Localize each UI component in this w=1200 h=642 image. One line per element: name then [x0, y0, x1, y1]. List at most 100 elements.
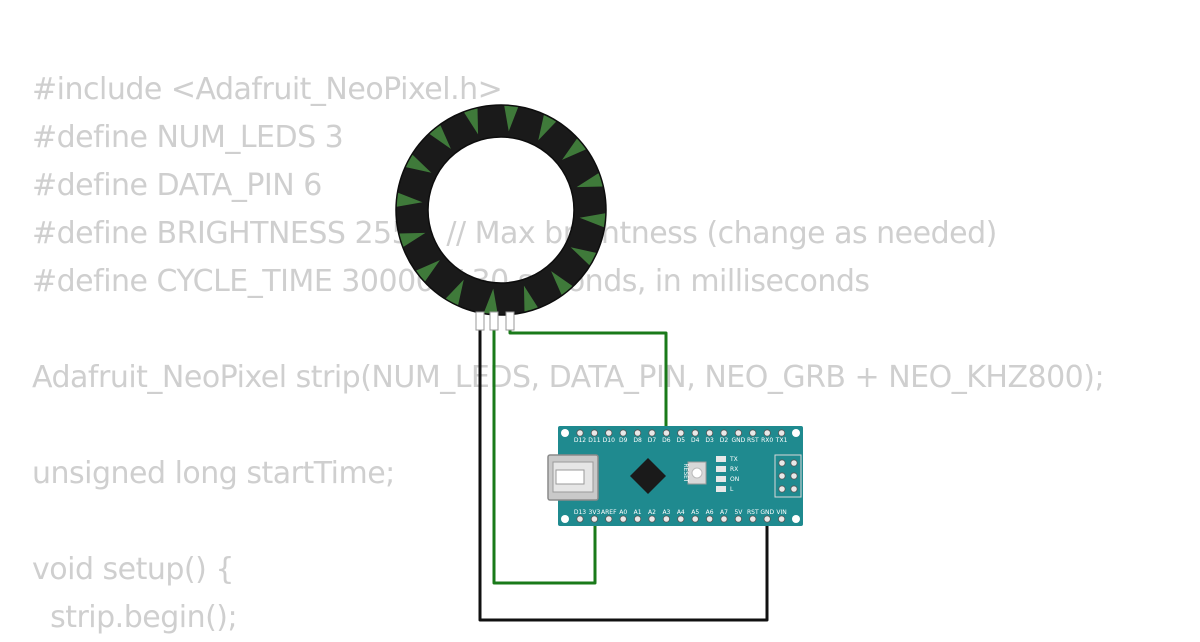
reset-label: RESET	[682, 463, 689, 483]
ring-pin	[475, 311, 485, 331]
ring-pin	[489, 311, 499, 331]
neopixel-ring[interactable]	[395, 104, 607, 331]
code-line: #define BRIGHTNESS 255 // Max brightness…	[32, 216, 997, 251]
header-pin	[590, 515, 599, 523]
icsp-pin	[790, 459, 798, 467]
pin-label: 5V	[734, 509, 743, 516]
ring-led	[576, 172, 604, 188]
pin-label: RST	[747, 509, 759, 516]
mount-hole	[792, 515, 800, 523]
header-pin	[734, 515, 743, 523]
header-pin	[777, 515, 786, 523]
pin-label: D5	[677, 437, 686, 444]
pin-label: D8	[633, 437, 642, 444]
ring-led	[405, 154, 432, 173]
header-pin	[720, 515, 728, 523]
ring-led	[415, 260, 440, 283]
pin-label: GND	[760, 509, 774, 516]
code-line: #define NUM_LEDS 3	[32, 120, 344, 155]
pin-label: A3	[662, 509, 670, 516]
ring-led	[551, 271, 574, 296]
pin-label: A0	[619, 509, 627, 516]
pin-label: A1	[634, 509, 642, 516]
pin-label: AREF	[601, 509, 617, 516]
ring-led	[463, 107, 479, 135]
pin-label: D9	[619, 437, 628, 444]
pin-label: D13	[574, 509, 586, 516]
header-pin	[777, 429, 786, 437]
ring-outer-edge	[395, 104, 607, 316]
header-pin	[576, 515, 584, 523]
header-pin	[691, 429, 699, 437]
reset-button-cap	[691, 467, 703, 479]
header-pin	[633, 515, 642, 523]
usb-port	[555, 469, 585, 485]
header-pin	[705, 515, 714, 523]
header-pin	[648, 429, 656, 437]
microcontroller-chip	[630, 458, 666, 494]
header-pin	[749, 515, 757, 523]
header-pin	[619, 515, 627, 523]
header-pin	[605, 515, 613, 523]
icsp-pin	[790, 485, 798, 493]
mount-hole	[561, 429, 569, 437]
icsp-pin	[778, 459, 786, 467]
ring-led	[579, 213, 606, 228]
pin-label: D3	[705, 437, 714, 444]
icsp-pin	[778, 472, 786, 480]
icsp-pin	[790, 472, 798, 480]
pin-label: D11	[588, 437, 600, 444]
pin-label: A6	[706, 509, 714, 516]
code-line: strip.begin();	[32, 600, 238, 635]
code-line: Adafruit_NeoPixel strip(NUM_LEDS, DATA_P…	[32, 360, 1105, 395]
header-pin	[633, 429, 642, 437]
led-label: RX	[730, 466, 738, 473]
header-pin	[720, 429, 728, 437]
pin-label: VIN	[776, 509, 786, 516]
pin-label: D6	[662, 437, 671, 444]
pin-label: D7	[648, 437, 657, 444]
header-pin	[576, 429, 584, 437]
header-pin	[705, 429, 714, 437]
pin-label: D2	[720, 437, 729, 444]
power-wire	[492, 318, 597, 585]
pin-label: A5	[691, 509, 699, 516]
header-pin	[691, 515, 699, 523]
ring-pin	[505, 311, 515, 331]
code-background: #include <Adafruit_NeoPixel.h> #define NU…	[32, 66, 1105, 642]
led-label: L	[730, 486, 734, 493]
pin-label: GND	[732, 437, 746, 444]
ring-led	[483, 288, 498, 315]
code-line: #define DATA_PIN 6	[32, 168, 322, 203]
pin-label: TX1	[775, 437, 788, 444]
status-led	[716, 486, 726, 492]
ring-led	[396, 192, 423, 207]
header-pin	[763, 429, 771, 437]
pin-label: RST	[747, 437, 759, 444]
header-pin	[734, 429, 743, 437]
status-led	[716, 456, 726, 462]
ring-led	[445, 279, 464, 306]
icsp-pin	[778, 485, 786, 493]
ground-wire	[478, 318, 769, 622]
ring-led	[538, 114, 557, 141]
ring-led	[570, 247, 597, 266]
header-pin	[662, 515, 671, 523]
header-pin	[605, 429, 613, 437]
pin-label: RX0	[761, 437, 773, 444]
mount-hole	[561, 515, 569, 523]
data-wire	[508, 318, 668, 433]
header-pin	[763, 515, 771, 523]
pin-label: D4	[691, 437, 700, 444]
pin-label: D12	[574, 437, 586, 444]
status-led	[716, 476, 726, 482]
code-line: #include <Adafruit_NeoPixel.h>	[32, 72, 503, 107]
header-pin	[648, 515, 656, 523]
header-pin	[749, 429, 757, 437]
led-label: TX	[729, 456, 738, 463]
led-label: ON	[730, 476, 739, 483]
header-pin	[590, 429, 599, 437]
header-pin	[677, 429, 685, 437]
header-pin	[677, 515, 685, 523]
